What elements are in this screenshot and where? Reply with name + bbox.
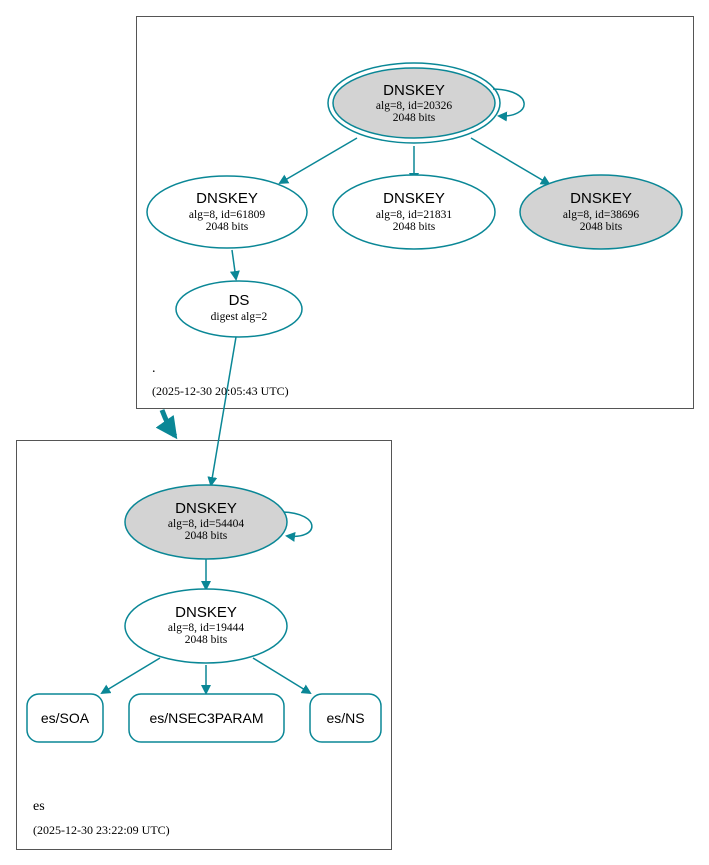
zone-root-cluster <box>136 16 694 409</box>
edge-ksk-self-loop <box>492 88 525 122</box>
node-detail: digest alg=2 <box>211 311 268 323</box>
node-bits: 2048 bits <box>206 221 249 233</box>
rrset-label: es/NS <box>326 710 364 726</box>
node-title: DNSKEY <box>175 604 237 621</box>
zone-delegation-arrow <box>155 409 178 440</box>
node-detail: alg=8, id=19444 <box>168 622 244 634</box>
node-title: DNSKEY <box>196 190 258 207</box>
node-ds[interactable]: DS digest alg=2 <box>175 280 303 338</box>
node-title: DS <box>229 292 250 309</box>
node-es-nsec3param[interactable]: es/NSEC3PARAM <box>128 693 285 743</box>
edge-zsk-to-ds <box>229 249 240 281</box>
node-es-soa[interactable]: es/SOA <box>26 693 104 743</box>
node-es-ksk-54404[interactable]: DNSKEY alg=8, id=54404 2048 bits <box>124 484 288 560</box>
node-bits: 2048 bits <box>185 530 228 542</box>
edge-ksk-to-ksk-38696 <box>470 137 551 186</box>
edge-ds-to-es-ksk <box>207 336 237 487</box>
node-bits: 2048 bits <box>580 221 623 233</box>
node-bits: 2048 bits <box>185 634 228 646</box>
node-title: DNSKEY <box>383 82 445 99</box>
edge-ksk-to-zsk-61809 <box>278 137 358 185</box>
node-detail: alg=8, id=54404 <box>168 518 244 530</box>
node-root-ksk-20326[interactable]: DNSKEY alg=8, id=20326 2048 bits <box>327 62 501 144</box>
node-root-ksk-38696[interactable]: DNSKEY alg=8, id=38696 2048 bits <box>519 174 683 250</box>
node-title: DNSKEY <box>383 190 445 207</box>
node-detail: alg=8, id=21831 <box>376 209 452 221</box>
zone-root-name: . <box>152 361 156 376</box>
node-title: DNSKEY <box>570 190 632 207</box>
node-title: DNSKEY <box>175 500 237 517</box>
node-bits: 2048 bits <box>393 112 436 124</box>
node-es-ns[interactable]: es/NS <box>309 693 382 743</box>
edge-es-zsk-to-ns <box>252 657 312 695</box>
zone-es-name: es <box>33 799 45 814</box>
node-bits: 2048 bits <box>393 221 436 233</box>
node-detail: alg=8, id=61809 <box>189 209 265 221</box>
edge-es-zsk-to-soa <box>100 657 161 695</box>
zone-es-timestamp: (2025-12-30 23:22:09 UTC) <box>33 823 170 837</box>
rrset-label: es/NSEC3PARAM <box>149 710 263 726</box>
node-detail: alg=8, id=20326 <box>376 100 452 112</box>
rrset-label: es/SOA <box>41 710 90 726</box>
node-detail: alg=8, id=38696 <box>563 209 639 221</box>
zone-root-timestamp: (2025-12-30 20:05:43 UTC) <box>152 384 289 398</box>
node-root-zsk-21831[interactable]: DNSKEY alg=8, id=21831 2048 bits <box>332 174 496 250</box>
node-root-zsk-61809[interactable]: DNSKEY alg=8, id=61809 2048 bits <box>146 175 308 249</box>
node-es-zsk-19444[interactable]: DNSKEY alg=8, id=19444 2048 bits <box>124 588 288 664</box>
edge-es-ksk-self-loop <box>281 511 313 542</box>
zone-es-cluster <box>16 440 392 850</box>
